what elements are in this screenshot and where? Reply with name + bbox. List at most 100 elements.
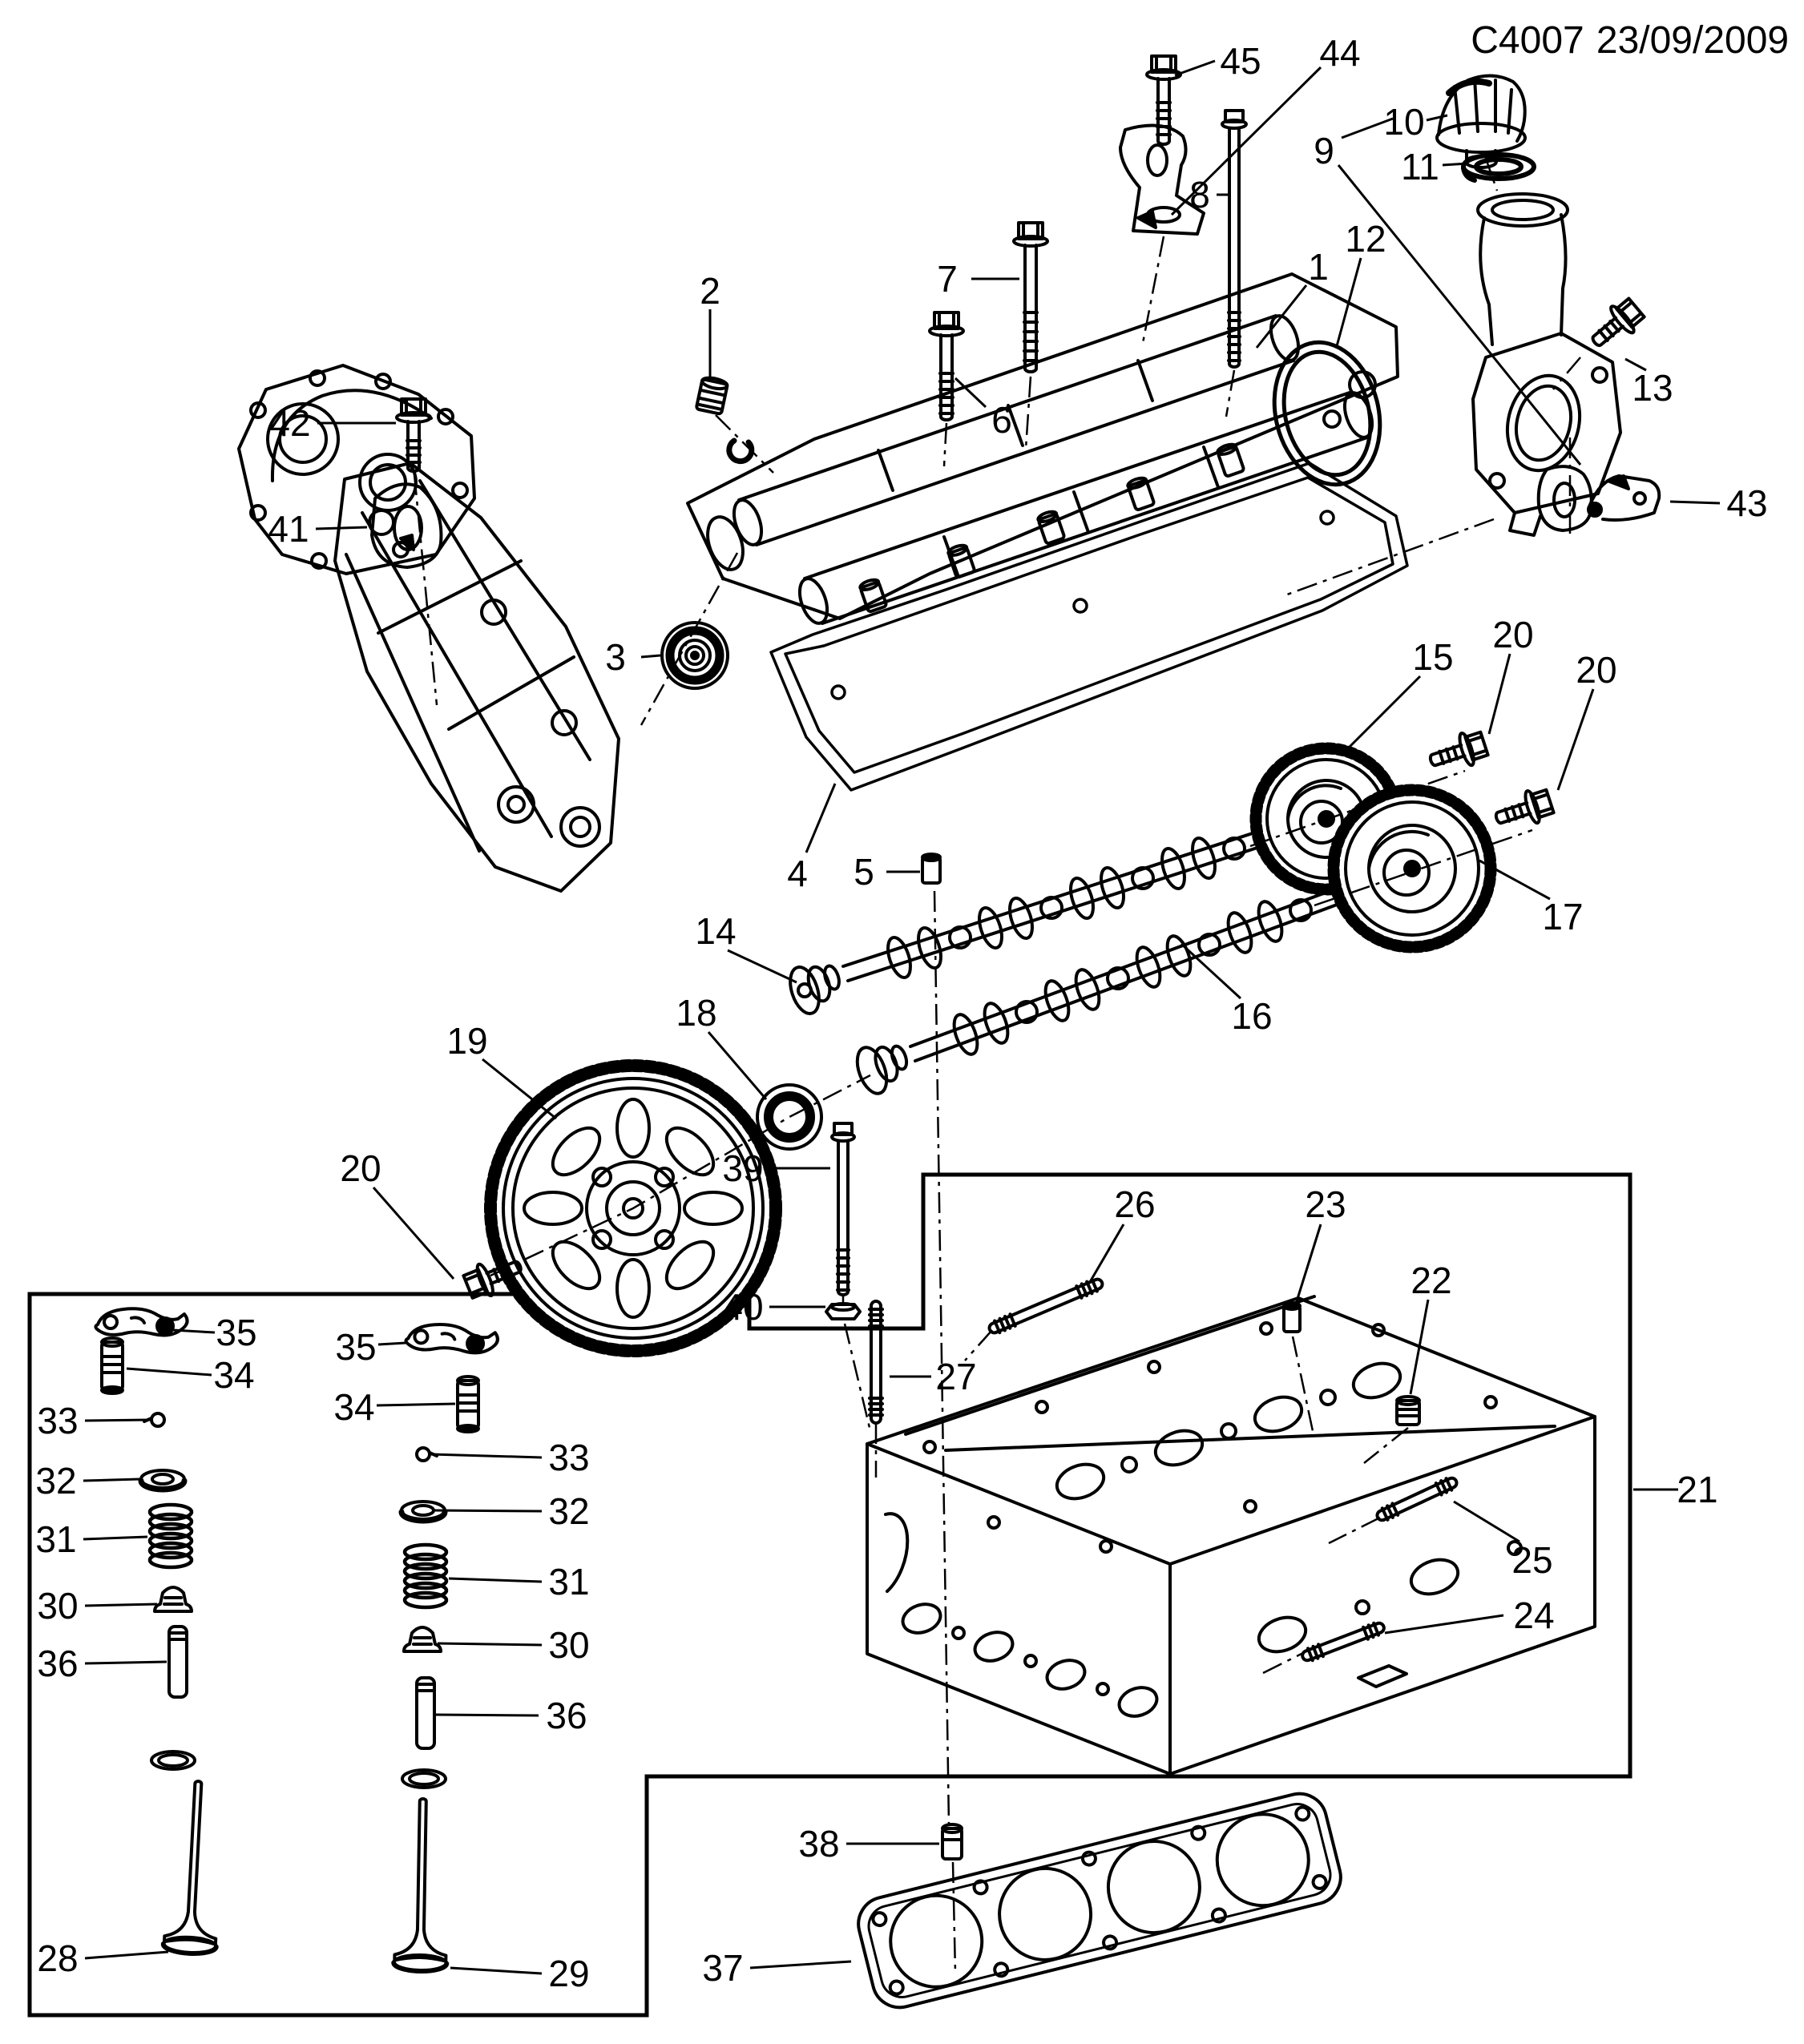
callout-number: 20: [340, 1147, 381, 1189]
callout-leader-line: [84, 1660, 167, 1665]
valve-29: [393, 1798, 450, 1971]
callout-16: 16: [1180, 942, 1273, 1037]
callout-leader-line: [805, 783, 837, 853]
callout-number: 42: [269, 402, 310, 444]
stem-seal-30: [153, 1586, 193, 1613]
callout-number: 1: [1308, 246, 1329, 288]
callout-leader-line: [83, 1535, 148, 1541]
callout-leader-line: [315, 526, 368, 530]
callout-number: 31: [548, 1561, 589, 1603]
callout-leader-line: [1180, 942, 1242, 1000]
callout-number: 6: [991, 399, 1012, 441]
callout-number: 36: [37, 1643, 78, 1684]
callout-leader-line: [83, 1478, 140, 1482]
head-stud-24: [1298, 1619, 1388, 1665]
flange-bolt-42: [395, 397, 432, 473]
callout-leader-line: [1442, 162, 1469, 167]
camshaft-gear-17: [1327, 784, 1497, 953]
head-gasket-37: [857, 1792, 1342, 2010]
callout-31: 31: [448, 1561, 590, 1603]
camshaft-seal-3: [660, 621, 729, 690]
callout-38: 38: [798, 1823, 939, 1865]
callout-leader-line: [1487, 653, 1511, 735]
valve-spring-31: [405, 1545, 446, 1607]
callout-leader-line: [84, 1603, 158, 1607]
drawing-code: C4007: [1471, 19, 1584, 62]
callout-21: 21: [1633, 1469, 1718, 1510]
spring-seat-washer: [150, 1750, 196, 1771]
callout-number: 31: [35, 1518, 76, 1560]
callout-leader-line: [1341, 117, 1394, 139]
callout-35: 35: [335, 1326, 406, 1368]
callout-number: 14: [695, 910, 736, 952]
callout-leader-line: [1556, 688, 1595, 791]
callout-number: 4: [787, 853, 808, 894]
callout-34: 34: [126, 1354, 255, 1396]
callout-number: 30: [548, 1624, 589, 1666]
callout-leader-line: [1337, 164, 1582, 466]
callout-25: 25: [1453, 1500, 1553, 1581]
callout-leader-line: [376, 1402, 456, 1407]
callout-leader-line: [1453, 1500, 1520, 1543]
callout-number: 30: [37, 1585, 78, 1627]
head-stud-27: [868, 1300, 884, 1425]
callout-leader-line: [448, 1577, 543, 1583]
nut-40: [825, 1302, 862, 1320]
callout-42: 42: [269, 402, 396, 444]
callout-leader-line: [1343, 675, 1422, 753]
callout-20: 20: [1556, 649, 1617, 791]
sealing-plug-5: [921, 853, 942, 885]
callout-leader-line: [482, 1058, 557, 1120]
valve-guide-36: [167, 1625, 188, 1699]
callout-number: 7: [937, 258, 958, 300]
callout-leader-line: [1174, 59, 1216, 77]
callout-12: 12: [1335, 218, 1386, 347]
callout-leader-line: [1170, 66, 1322, 216]
callout-leader-line: [372, 1187, 455, 1280]
callout-number: 41: [268, 508, 309, 550]
callout-23: 23: [1295, 1183, 1346, 1302]
valve-lifter-34: [456, 1375, 480, 1433]
callout-leader-line: [126, 1367, 212, 1377]
callout-2: 2: [700, 270, 720, 377]
callout-15: 15: [1343, 636, 1454, 753]
spring-seat-washer: [401, 1768, 447, 1789]
callout-30: 30: [437, 1624, 590, 1666]
callout-number: 3: [605, 636, 626, 678]
callout-20: 20: [340, 1147, 455, 1280]
callout-leader-line: [954, 377, 987, 409]
camshaft-intake-14: [789, 819, 1298, 1015]
callout-leader-line: [84, 1418, 151, 1422]
callout-number: 19: [446, 1020, 487, 1062]
camshaft-exhaust-16: [855, 875, 1375, 1095]
callout-number: 18: [676, 992, 716, 1034]
callout-leader-line: [727, 949, 797, 984]
valve-spring-31: [150, 1505, 192, 1567]
callout-number: 10: [1383, 101, 1424, 143]
callout-number: 22: [1411, 1260, 1451, 1301]
callout-39: 39: [722, 1147, 830, 1189]
callout-number: 35: [216, 1312, 256, 1353]
callout-number: 39: [722, 1147, 763, 1189]
callout-leader-line: [707, 1031, 768, 1100]
head-stud-25: [1373, 1473, 1461, 1526]
callout-number: 29: [548, 1953, 589, 1994]
callout-6: 6: [954, 377, 1012, 441]
callout-number: 33: [548, 1437, 589, 1478]
stud-39: [830, 1122, 856, 1296]
gear-bolt-20c: [462, 1260, 523, 1300]
callout-33: 33: [430, 1437, 590, 1478]
bracket-44: [1119, 123, 1205, 236]
callout-41: 41: [268, 508, 368, 550]
valve-train-right: [393, 1323, 498, 1972]
callout-17: 17: [1479, 859, 1584, 937]
flange-bolt-13: [1591, 296, 1646, 348]
lifting-eye-41: [370, 482, 443, 569]
callout-leader-line: [1335, 257, 1362, 347]
valve-train-left: [94, 1307, 224, 1954]
callout-number: 32: [548, 1490, 589, 1532]
callout-number: 45: [1220, 40, 1261, 82]
callout-19: 19: [446, 1020, 557, 1120]
